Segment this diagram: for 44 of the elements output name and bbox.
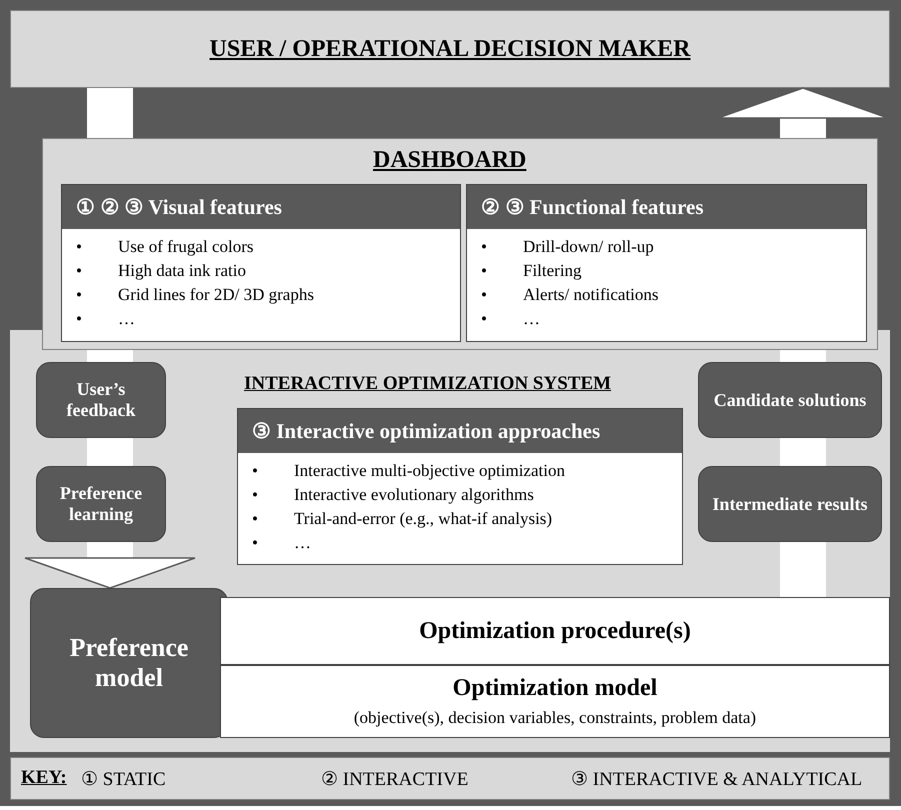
layer-box	[220, 597, 890, 665]
box-label: Intermediate results	[711, 494, 869, 514]
key-entry: ② INTERACTIVE	[321, 768, 468, 791]
panel-header: ① ② ③ Visual features	[62, 185, 460, 229]
box-label: Preference model	[68, 633, 190, 693]
list-item: • Use of frugal colors	[76, 236, 254, 258]
system-region	[10, 330, 890, 752]
feature-panel	[466, 184, 867, 342]
list-item: • Grid lines for 2D/ 3D graphs	[76, 284, 315, 306]
list-item: • Filtering	[481, 260, 583, 282]
block-arrow	[24, 542, 196, 589]
list-item: • …	[481, 308, 541, 330]
box-title: Optimization procedure(s)	[419, 618, 691, 644]
panel-header: ② ③ Functional features	[467, 185, 866, 229]
panel-title: DASHBOARD	[373, 147, 526, 174]
header-band	[10, 10, 890, 88]
layer-box	[220, 665, 890, 738]
list-item: • Alerts/ notifications	[481, 284, 660, 306]
list-item: • …	[252, 532, 312, 554]
key-entry: ① STATIC	[81, 768, 166, 791]
box-label: Candidate solutions	[712, 390, 868, 410]
list-item: • …	[76, 308, 136, 330]
rounded-box	[36, 362, 166, 438]
rounded-box	[30, 588, 228, 738]
rounded-box	[698, 466, 882, 542]
rounded-box	[698, 362, 882, 438]
feature-panel	[61, 184, 461, 342]
box-label: Preference learning	[58, 483, 144, 525]
list-item: • Interactive evolutionary algorithms	[252, 484, 535, 506]
feature-panel	[237, 408, 683, 565]
list-item: • Drill-down/ roll-up	[481, 236, 655, 258]
box-note: (objective(s), decision variables, constraints, problem data)	[354, 708, 756, 728]
key-entry: ③ INTERACTIVE & ANALYTICAL	[571, 768, 862, 791]
list-item: • Trial-and-error (e.g., what-if analysis)	[252, 508, 554, 530]
dashboard-panel	[42, 138, 878, 350]
key-heading: KEY:	[21, 767, 67, 789]
rounded-box	[36, 466, 166, 542]
box-title: Optimization model	[452, 675, 658, 702]
band-title: USER / OPERATIONAL DECISION MAKER	[210, 36, 690, 62]
list-item: • Interactive multi-objective optimization	[252, 460, 566, 482]
box-label: User’s feedback	[66, 379, 136, 421]
list-item: • High data ink ratio	[76, 260, 247, 282]
region-title: INTERACTIVE OPTIMIZATION SYSTEM	[244, 373, 612, 395]
panel-header: ③ Interactive optimization approaches	[238, 409, 682, 453]
